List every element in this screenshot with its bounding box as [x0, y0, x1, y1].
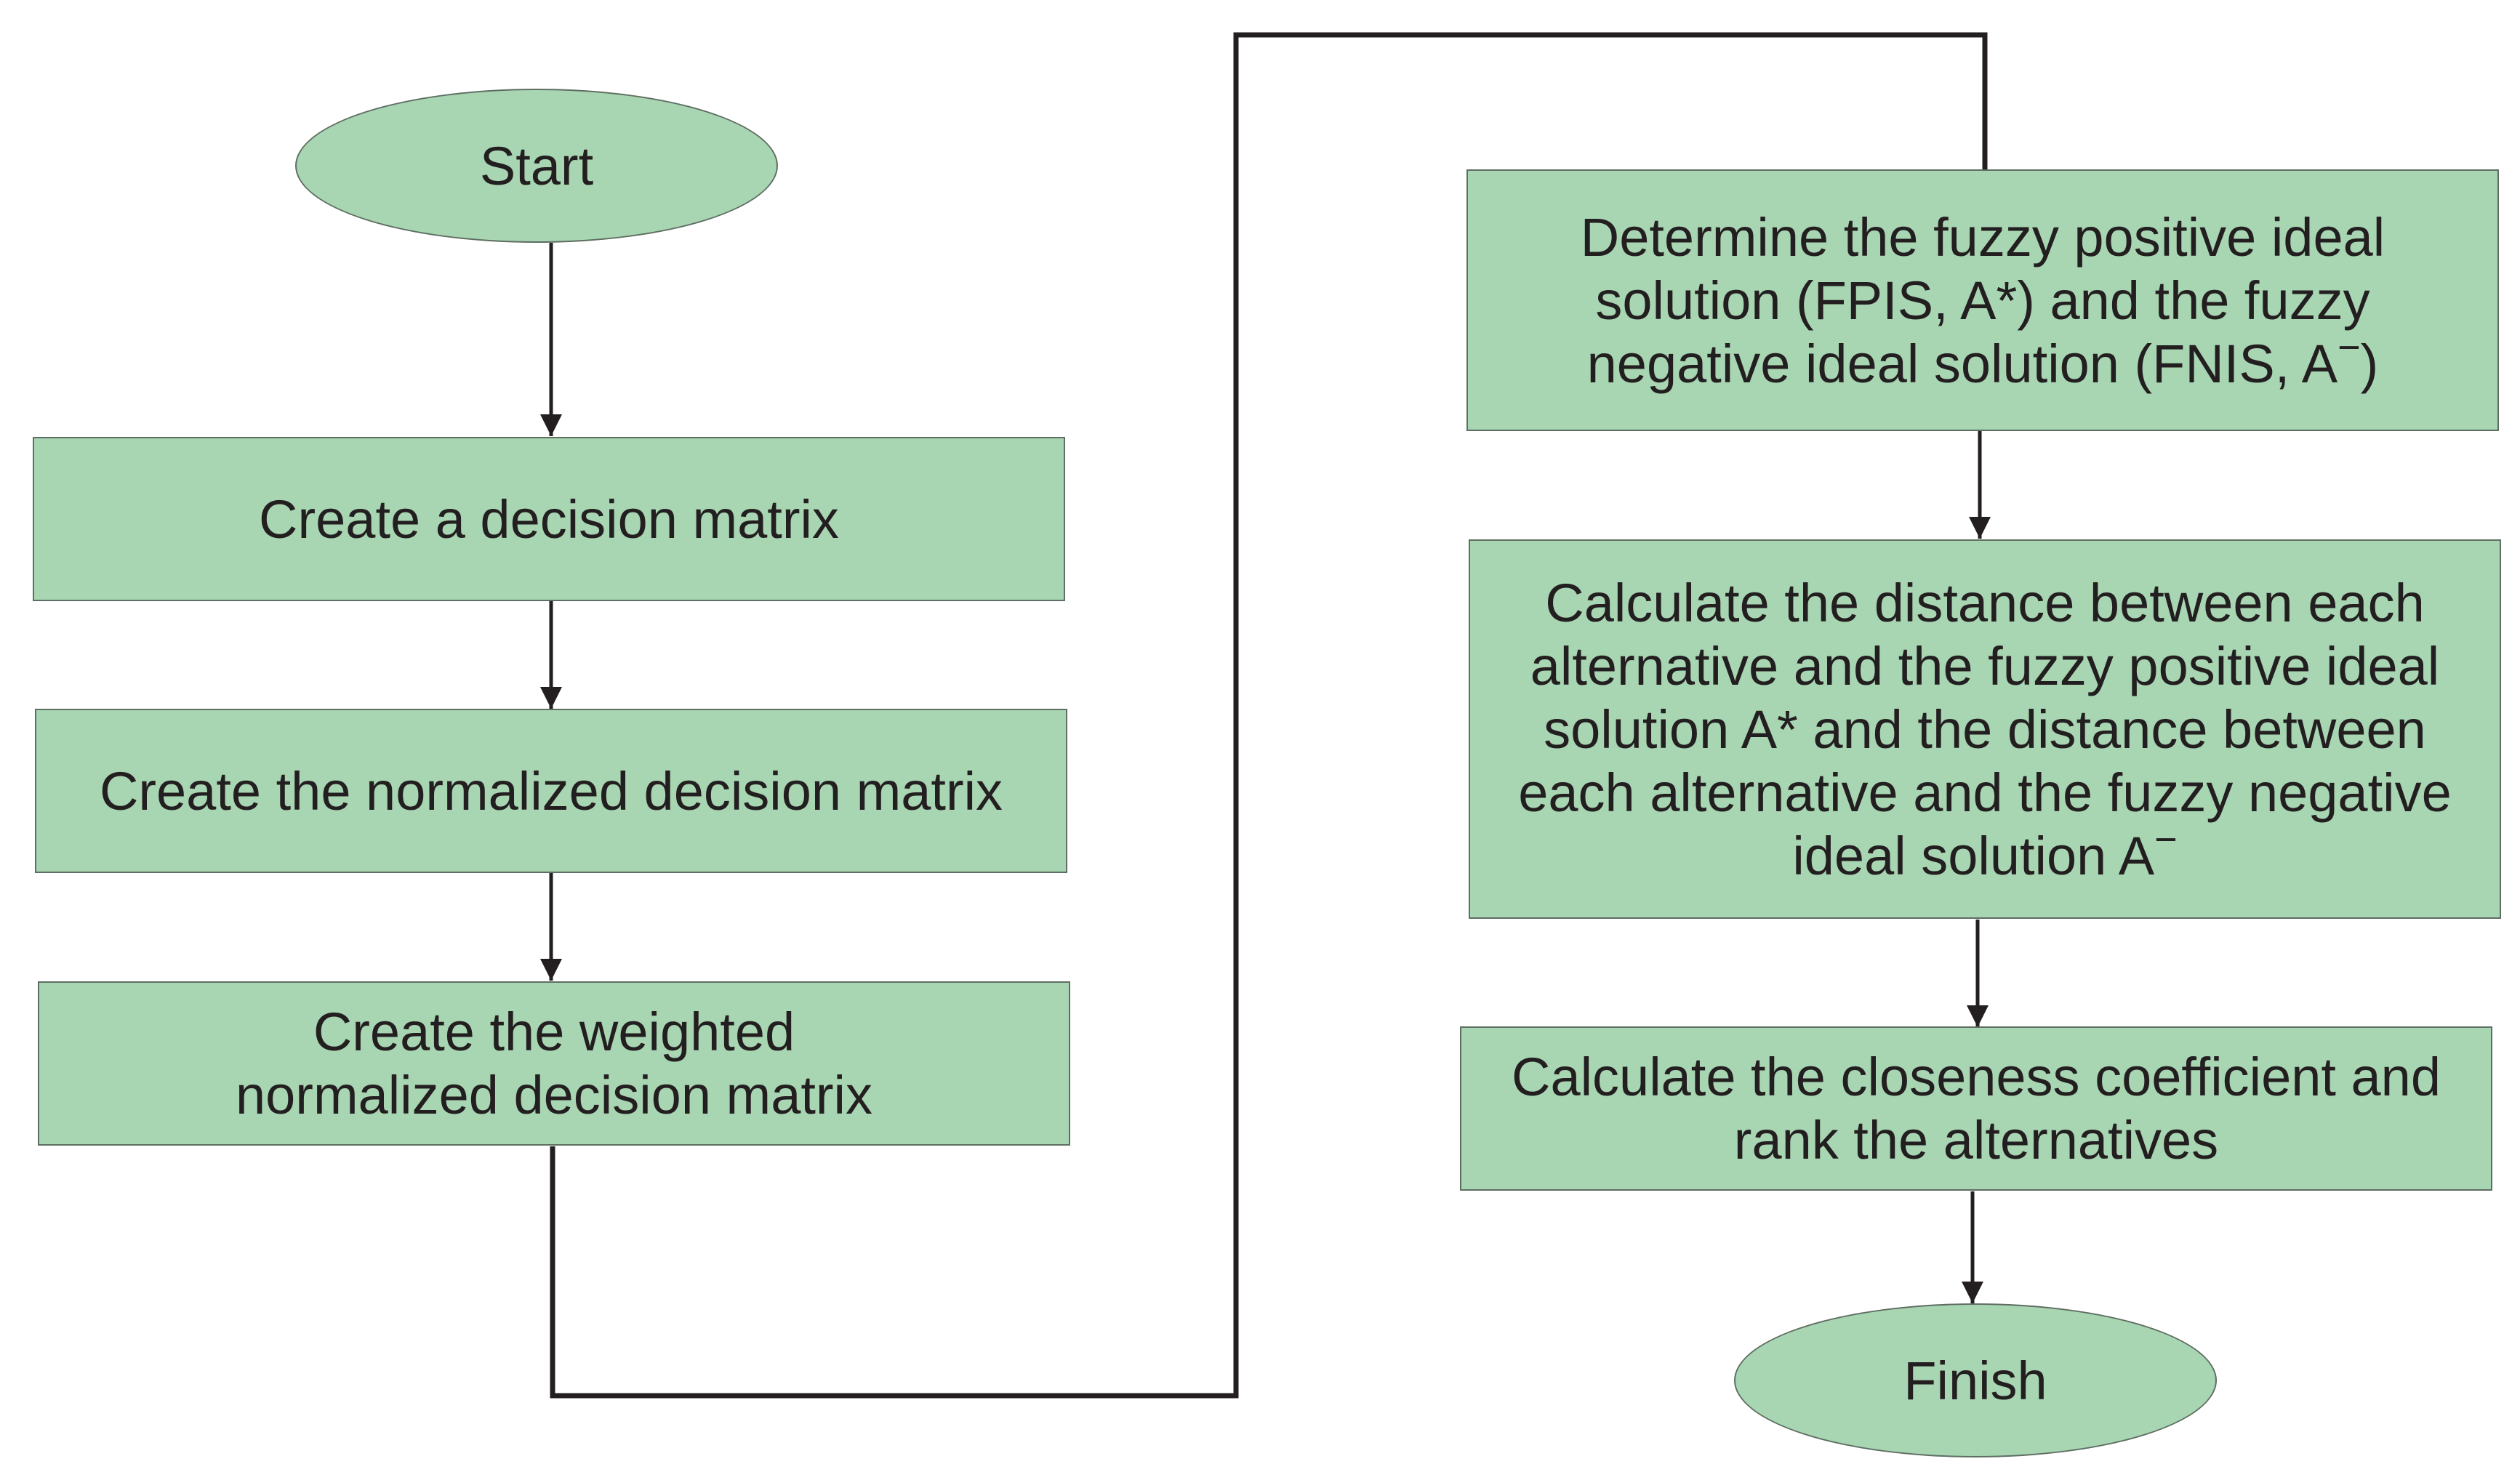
closing-paren: ) [2360, 333, 2379, 394]
step-closeness-coefficient: Calculate the closeness coefficient and … [1460, 1026, 2492, 1191]
step-create-weighted-matrix-label: Create the weighted normalized decision … [235, 1002, 872, 1125]
step-calculate-distances: Calculate the distance between each alte… [1469, 539, 2501, 919]
step-create-normalized-matrix-label: Create the normalized decision matrix [99, 760, 1003, 821]
step-determine-fpis-fnis: Determine the fuzzy positive ideal solut… [1466, 169, 2499, 431]
finish-terminal: Finish [1734, 1303, 2217, 1457]
step-determine-fpis-fnis-text: Determine the fuzzy positive ideal solut… [1580, 206, 2385, 394]
step-create-normalized-matrix: Create the normalized decision matrix [35, 709, 1067, 873]
start-label: Start [479, 135, 594, 196]
step-closeness-coefficient-label: Calculate the closeness coefficient and … [1512, 1047, 2441, 1170]
start-terminal: Start [295, 89, 778, 243]
step-calculate-distances-label: Calculate the distance between each alte… [1518, 572, 2452, 886]
step-create-weighted-matrix: Create the weighted normalized decision … [38, 981, 1070, 1146]
step-create-decision-matrix: Create a decision matrix [33, 437, 1065, 601]
finish-label: Finish [1903, 1350, 2047, 1411]
step-calculate-distances-text: Calculate the distance between each alte… [1518, 572, 2452, 886]
connector-step3-to-step4 [550, 32, 1988, 1399]
step-create-decision-matrix-label: Create a decision matrix [259, 488, 839, 550]
step-determine-fpis-fnis-label: Determine the fuzzy positive ideal solut… [1580, 206, 2385, 394]
